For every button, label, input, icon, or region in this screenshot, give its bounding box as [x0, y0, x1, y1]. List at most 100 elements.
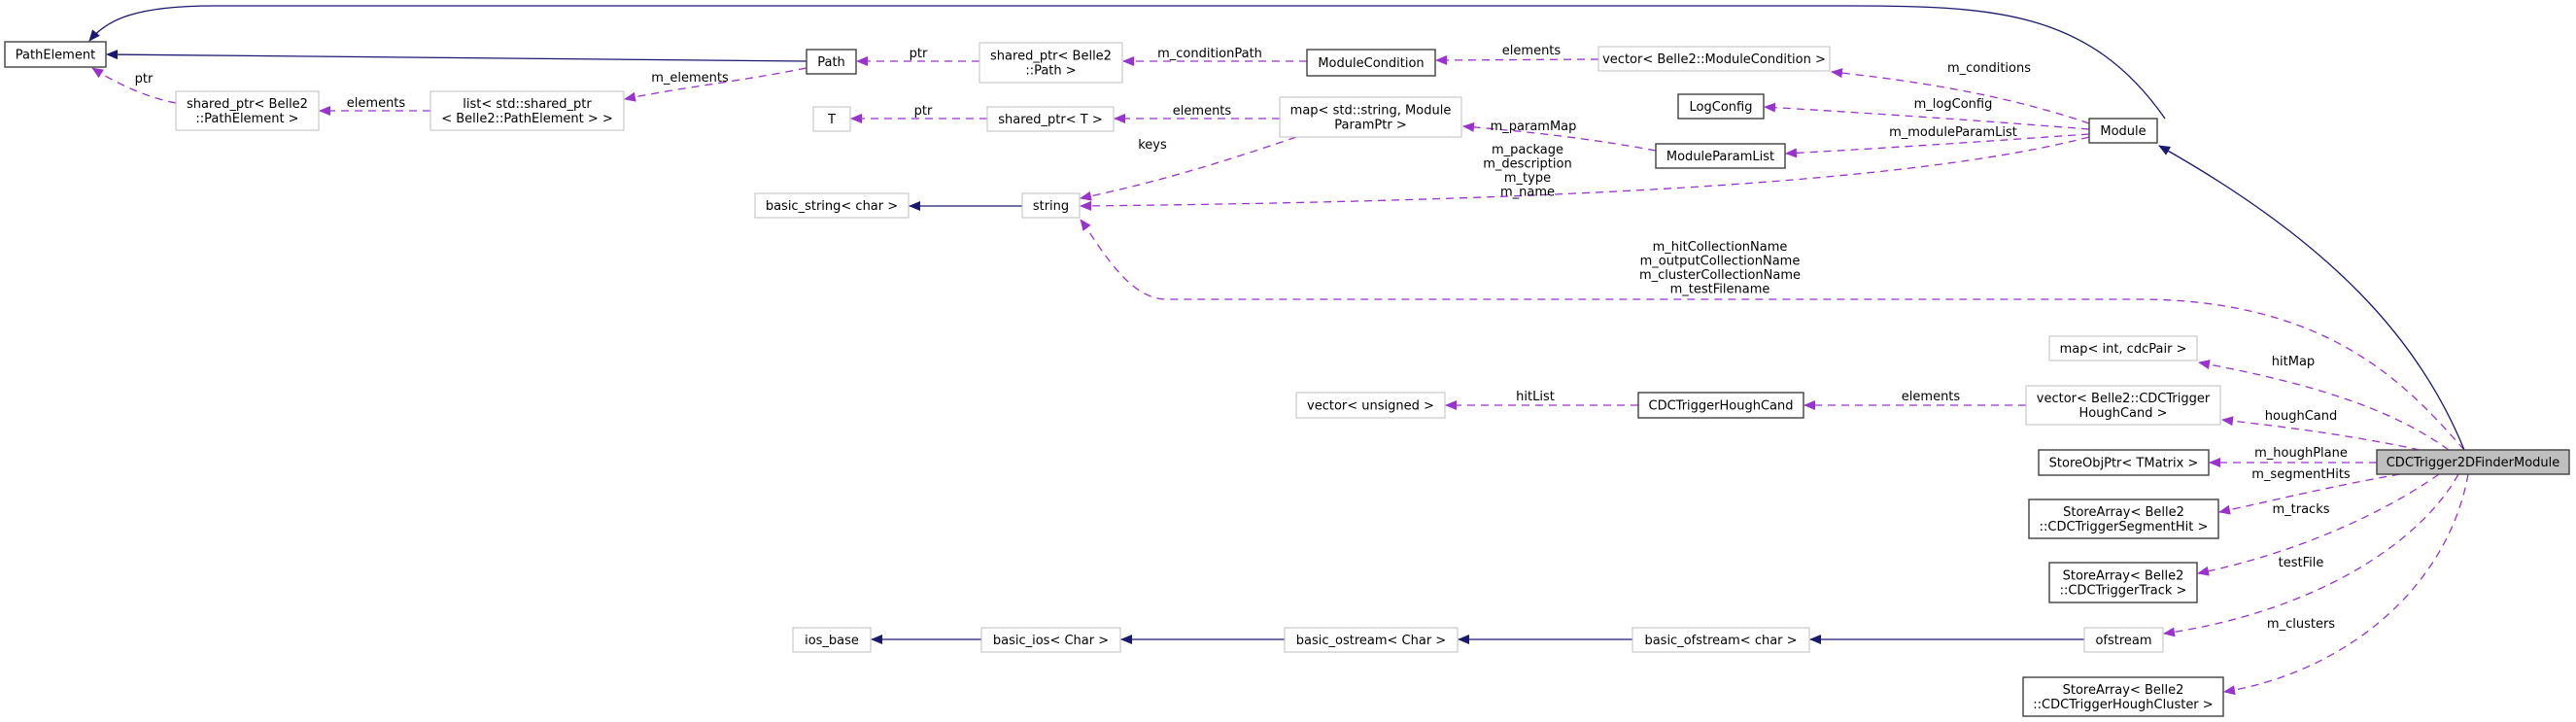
class-node-sa-houghcluster[interactable]: StoreArray< Belle2::CDCTriggerHoughClust…	[2022, 676, 2224, 717]
node-label: LogConfig	[1690, 100, 1753, 115]
edge-label-line: m_moduleParamList	[1889, 125, 2017, 140]
node-box	[2083, 627, 2164, 653]
class-node-logconfig[interactable]: LogConfig	[1677, 93, 1765, 120]
class-node-pathelement[interactable]: PathElement	[4, 41, 107, 68]
edge-label-line: m_conditions	[1947, 61, 2031, 76]
node-label-line: ::CDCTriggerSegmentHit >	[2040, 520, 2209, 534]
node-label-line: list< std::shared_ptr	[463, 97, 592, 112]
usage-edge-Path-to-list_sp	[624, 67, 807, 102]
edge-label-line: elements	[1502, 44, 1562, 58]
class-node-string[interactable]: string	[1021, 192, 1081, 219]
node-label: basic_ofstream< char >	[1644, 634, 1797, 648]
node-box	[1279, 96, 1462, 138]
node-box	[2025, 385, 2221, 426]
edge-label: m_paramMap	[1491, 120, 1577, 134]
class-node-basic-ostream[interactable]: basic_ostream< Char >	[1284, 627, 1459, 653]
node-box	[1597, 46, 1831, 72]
node-label: string	[1033, 199, 1069, 214]
edge-label-line: m_name	[1500, 186, 1555, 200]
edge-label-line: elements	[1173, 104, 1232, 119]
class-node-vec-cond[interactable]: vector< Belle2::ModuleCondition >	[1597, 46, 1831, 72]
node-box	[175, 90, 320, 131]
node-label-line: HoughCand >	[2078, 406, 2167, 421]
node-label-line: ModuleParamList	[1666, 150, 1774, 164]
edge-label: hitList	[1516, 390, 1555, 404]
class-node-path[interactable]: Path	[806, 49, 857, 75]
node-label-line: vector< Belle2::CDCTrigger	[2037, 392, 2211, 406]
node-label-line: LogConfig	[1690, 100, 1753, 115]
class-node-sp-path[interactable]: shared_ptr< Belle2::Path >	[979, 42, 1123, 84]
node-box	[1677, 93, 1765, 120]
node-label-line: ofstream	[2095, 634, 2151, 648]
class-node-list-sp[interactable]: list< std::shared_ptr< Belle2::PathEleme…	[429, 90, 625, 131]
node-label-line: basic_ofstream< char >	[1644, 634, 1797, 648]
inheritance-edge-Path-to-PathElement	[106, 50, 807, 62]
node-label-line: string	[1033, 199, 1069, 214]
class-node-modulecondition[interactable]: ModuleCondition	[1306, 49, 1436, 77]
usage-edge-Finder-to-vec_houghcand	[2221, 416, 2421, 451]
edge-label-line: keys	[1138, 138, 1167, 153]
node-label: Module	[2100, 124, 2146, 139]
class-node-sp-pathelement[interactable]: shared_ptr< Belle2::PathElement >	[175, 90, 320, 131]
edge-label-line: ptr	[910, 47, 928, 61]
edge-label-line: m_hitCollectionName	[1653, 240, 1788, 255]
edge-label: ptr	[135, 72, 154, 86]
node-label-line: ::PathElement >	[195, 112, 298, 126]
class-node-sp-t[interactable]: shared_ptr< T >	[986, 106, 1115, 132]
node-label-line: shared_ptr< Belle2	[187, 97, 308, 112]
edge-label: m_logConfig	[1914, 97, 1993, 112]
edge-label-line: m_clusterCollectionName	[1639, 268, 1801, 283]
node-label: ofstream	[2095, 634, 2151, 648]
edge-label: m_conditions	[1947, 61, 2031, 76]
node-label: basic_ios< Char >	[993, 634, 1109, 648]
node-box	[1655, 143, 1786, 169]
class-node-basic-ofstream[interactable]: basic_ofstream< char >	[1631, 627, 1810, 653]
node-label-line: ::CDCTriggerHoughCluster >	[2033, 698, 2213, 712]
usage-edge-map_params-to-string	[1080, 136, 1297, 201]
node-label: Path	[817, 55, 845, 70]
class-node-t[interactable]: T	[812, 106, 851, 132]
edge-label-line: hitList	[1516, 390, 1555, 404]
edge-label-line: elements	[347, 96, 406, 111]
node-box	[2048, 562, 2198, 603]
node-label: CDCTriggerHoughCand	[1649, 399, 1794, 414]
node-label: basic_ostream< Char >	[1296, 634, 1446, 648]
node-label-line: vector< Belle2::ModuleCondition >	[1602, 52, 1826, 67]
usage-edge-Module-to-LogConfig	[1764, 102, 2090, 130]
class-node-vec-unsigned[interactable]: vector< unsigned >	[1295, 392, 1446, 419]
edge-label: elements	[1502, 44, 1562, 58]
edge-label: m_tracks	[2272, 502, 2329, 517]
node-box	[979, 42, 1123, 84]
node-label-line: StoreArray< Belle2	[2063, 505, 2184, 520]
class-node-map-cdcpair[interactable]: map< int, cdcPair >	[2048, 335, 2198, 361]
class-node-ofstream[interactable]: ofstream	[2083, 627, 2164, 653]
edge-label-line: houghCand	[2265, 409, 2337, 424]
node-label: StoreObjPtr< TMatrix >	[2049, 457, 2199, 471]
class-node-ios-base[interactable]: ios_base	[792, 627, 872, 653]
edge-label-line: m_tracks	[2272, 502, 2329, 517]
node-label-line: CDCTrigger2DFinderModule	[2387, 456, 2560, 470]
class-node-basic-ios[interactable]: basic_ios< Char >	[980, 627, 1121, 653]
edge-label: elements	[1173, 104, 1232, 119]
class-node-basic-string[interactable]: basic_string< char >	[754, 192, 910, 219]
class-node-module[interactable]: Module	[2088, 118, 2158, 144]
edge-label: keys	[1138, 138, 1167, 153]
inheritance-edge-Module-to-PathElement	[88, 5, 2166, 120]
class-node-sa-segmenthit[interactable]: StoreArray< Belle2::CDCTriggerSegmentHit…	[2028, 499, 2219, 539]
usage-edge-Finder-to-SA_Track	[2197, 473, 2440, 576]
class-node-storeobjptr[interactable]: StoreObjPtr< TMatrix >	[2038, 449, 2210, 476]
node-box	[2376, 449, 2570, 475]
class-node-sa-track[interactable]: StoreArray< Belle2::CDCTriggerTrack >	[2048, 562, 2198, 603]
class-node-houghcand[interactable]: CDCTriggerHoughCand	[1637, 392, 1804, 419]
class-node-moduleparamlist[interactable]: ModuleParamList	[1655, 143, 1786, 169]
node-label-line: map< int, cdcPair >	[2060, 342, 2187, 357]
node-label: shared_ptr< Belle2::Path >	[990, 50, 1112, 79]
node-box	[1295, 392, 1446, 419]
usage-edge-vec_cond-to-ModuleCondition	[1435, 54, 1599, 65]
edge-label-line: m_elements	[651, 71, 729, 86]
